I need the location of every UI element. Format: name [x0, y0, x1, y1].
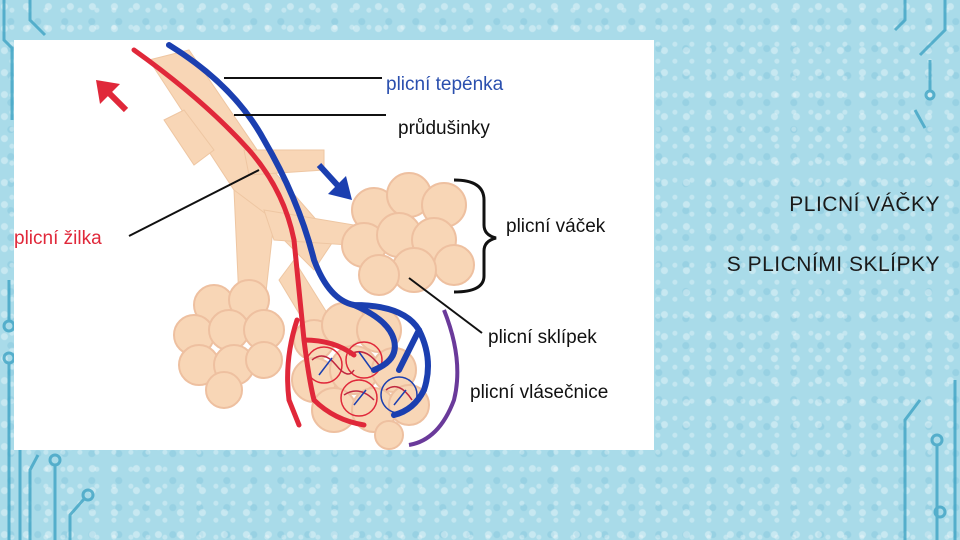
alveolar-sac-upper — [342, 173, 474, 295]
diagram-svg: plicní tepénka průdušinky plicní váček p… — [14, 40, 654, 450]
lung-alveoli-diagram: plicní tepénka průdušinky plicní váček p… — [14, 40, 654, 450]
label-alveolar-sac: plicní váček — [506, 216, 606, 237]
label-alveolus: plicní sklípek — [488, 327, 597, 348]
label-pulmonary-artery: plicní tepénka — [386, 74, 504, 95]
label-bronchioles: průdušinky — [398, 118, 490, 139]
label-capillaries: plicní vlásečnice — [470, 382, 608, 403]
alveolar-sac-left — [174, 280, 284, 408]
side-heading-line-2: S PLICNÍMI SKLÍPKY — [727, 253, 940, 277]
arrow-up-left-icon — [96, 80, 126, 110]
arrow-down-right-icon — [319, 165, 352, 200]
alveolar-sac-lower — [292, 303, 429, 449]
side-heading-line-1: PLICNÍ VÁČKY — [789, 193, 940, 217]
label-pulmonary-vein: plicní žilka — [14, 228, 102, 249]
